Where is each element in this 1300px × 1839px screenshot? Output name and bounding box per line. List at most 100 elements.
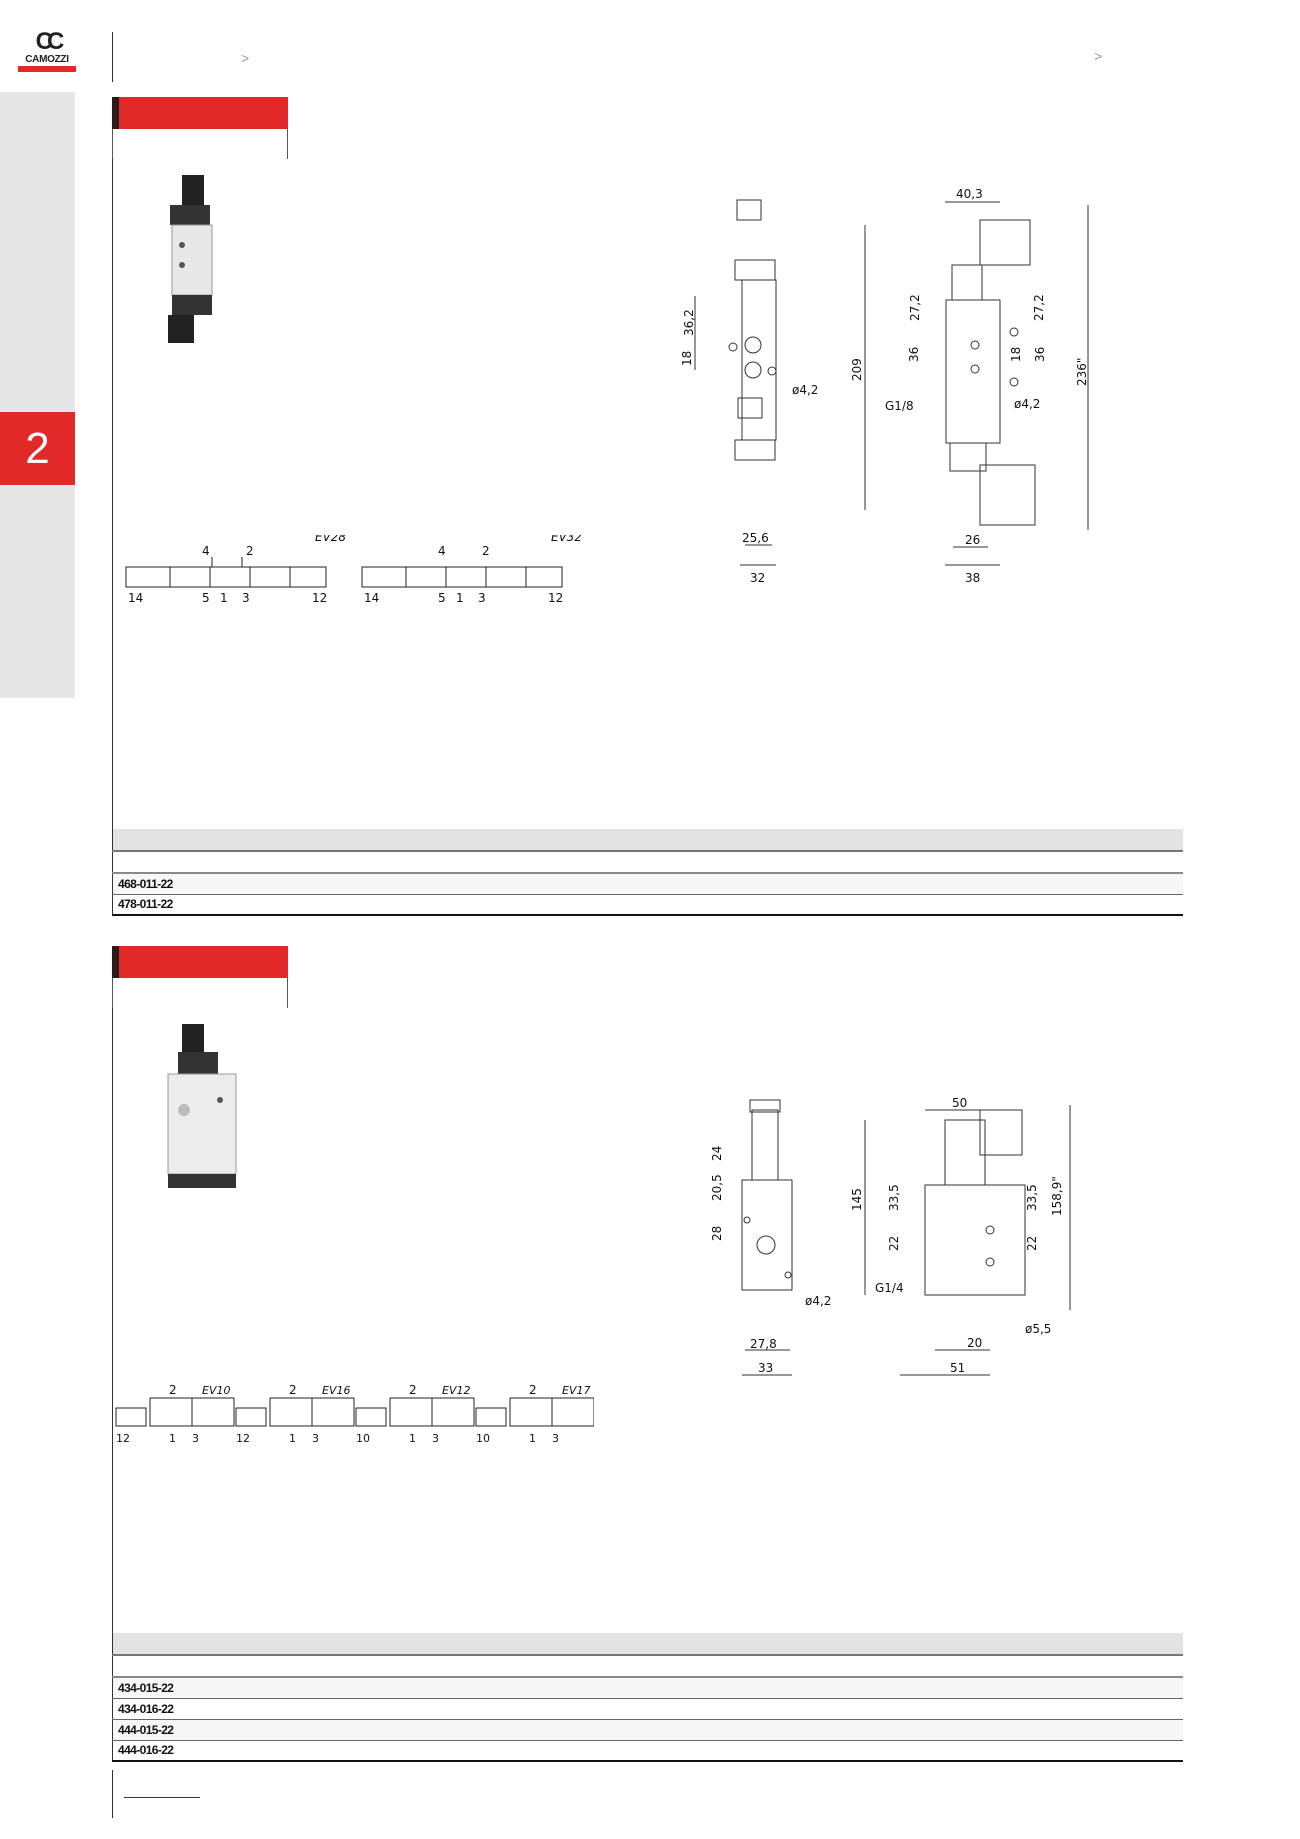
symbol-ev32: 4 2 EV32 14 5 1 3 12 xyxy=(361,535,582,605)
section-header-box xyxy=(112,978,288,1008)
port-label: 5 xyxy=(202,591,210,605)
dim-label: ø4,2 xyxy=(792,383,818,397)
footer-rule xyxy=(112,1770,113,1818)
port-label: 12 xyxy=(116,1432,130,1445)
dim-label: 27,8 xyxy=(750,1337,777,1351)
port-label: 3 xyxy=(312,1432,319,1445)
port-label: 4 xyxy=(202,544,210,558)
dim-label: 33,5 xyxy=(1025,1184,1039,1211)
product-photo-valve-3-2 xyxy=(167,1024,237,1188)
header-divider xyxy=(112,32,113,82)
dim-label: G1/8 xyxy=(885,399,914,413)
port-label: 1 xyxy=(169,1432,176,1445)
port-label: 12 xyxy=(236,1432,250,1445)
table-header-cell xyxy=(112,829,1183,852)
part-number: 434-016-22 xyxy=(112,1698,1183,1720)
dim-label: ø4,2 xyxy=(1014,397,1040,411)
port-label: 1 xyxy=(529,1432,536,1445)
dim-label: 236" xyxy=(1075,358,1089,386)
symbol-ev16: 2 EV16 12 1 3 xyxy=(235,1383,355,1445)
table-row: 444-015-22 xyxy=(112,1719,1183,1741)
logo-bar xyxy=(18,66,76,72)
logo-mark-icon: CC xyxy=(35,28,65,55)
product-table-2: 434-015-22 434-016-22 444-015-22 444-016… xyxy=(112,1633,1183,1762)
dim-label: 158,9" xyxy=(1050,1176,1064,1216)
part-number: 434-015-22 xyxy=(112,1677,1183,1699)
dim-label: 26 xyxy=(965,533,980,547)
section-header-bar xyxy=(112,946,288,978)
symbol-code: EV10 xyxy=(202,1384,230,1397)
table-row: 434-015-22 xyxy=(112,1677,1183,1699)
part-number: 468-011-22 xyxy=(112,873,1183,895)
dim-label: 40,3 xyxy=(956,187,983,201)
dim-label: ø4,2 xyxy=(805,1294,831,1308)
dim-label: 22 xyxy=(887,1236,901,1251)
dim-label: 27,2 xyxy=(1032,294,1046,321)
dim-label: 20 xyxy=(967,1336,982,1350)
logo-wordmark: CAMOZZI xyxy=(25,54,69,65)
part-number: 444-015-22 xyxy=(112,1719,1183,1741)
dim-label: G1/4 xyxy=(875,1281,904,1295)
port-label: 3 xyxy=(242,591,250,605)
dim-label: 36,2 xyxy=(682,309,696,336)
section-header-box xyxy=(112,129,288,159)
table-subheader-cell xyxy=(112,851,1183,874)
dim-label: 38 xyxy=(965,571,980,585)
dim-label: 22 xyxy=(1025,1236,1039,1251)
table-header-cell xyxy=(112,1633,1183,1656)
breadcrumb-separator: > xyxy=(241,50,250,66)
dim-label: 50 xyxy=(952,1096,967,1110)
port-label: 14 xyxy=(128,591,143,605)
part-number: 444-016-22 xyxy=(112,1740,1183,1762)
table-row: 444-016-22 xyxy=(112,1740,1183,1762)
port-label: 2 xyxy=(289,1383,297,1397)
camozzi-logo: CC CAMOZZI xyxy=(18,30,76,74)
dim-label: 32 xyxy=(750,571,765,585)
dim-label: 145 xyxy=(850,1188,864,1211)
pneumatic-symbols-row-1: 4 2 EV28 14 5 1 3 12 4 2 EV32 14 5 1 3 1… xyxy=(125,535,582,605)
table-row: 478-011-22 xyxy=(112,894,1183,916)
symbol-code: EV32 xyxy=(551,535,582,544)
port-label: 3 xyxy=(552,1432,559,1445)
symbol-code: EV17 xyxy=(562,1384,590,1397)
product-photo-valve-5-2 xyxy=(168,175,213,343)
dim-label: ø5,5 xyxy=(1025,1322,1051,1336)
port-label: 2 xyxy=(529,1383,537,1397)
dim-label: 33,5 xyxy=(887,1184,901,1211)
port-label: 1 xyxy=(289,1432,296,1445)
port-label: 3 xyxy=(192,1432,199,1445)
dim-label: 51 xyxy=(950,1361,965,1375)
port-label: 2 xyxy=(482,544,490,558)
dim-label: 36 xyxy=(1033,347,1047,362)
footer-underline xyxy=(124,1797,200,1798)
chapter-tab[interactable]: 2 xyxy=(0,412,75,485)
symbol-code: EV12 xyxy=(442,1384,470,1397)
port-label: 12 xyxy=(312,591,327,605)
breadcrumb-separator: > xyxy=(1094,48,1103,64)
section-left-rule xyxy=(112,159,113,829)
port-label: 5 xyxy=(438,591,446,605)
port-label: 4 xyxy=(438,544,446,558)
port-label: 3 xyxy=(432,1432,439,1445)
dimension-drawing-2: 24 20,5 28 ø4,2 27,8 33 50 145 33,5 22 G… xyxy=(710,1096,1071,1376)
dim-label: 27,2 xyxy=(908,294,922,321)
table-subheader-cell xyxy=(112,1655,1183,1678)
symbol-code: EV28 xyxy=(315,535,346,544)
part-number: 478-011-22 xyxy=(112,894,1183,916)
dim-label: 33 xyxy=(758,1361,773,1375)
dim-label: 20,5 xyxy=(710,1174,724,1201)
dim-label: 18 xyxy=(680,351,694,366)
chapter-sidebar xyxy=(0,92,75,698)
dim-label: 209 xyxy=(850,358,864,381)
port-label: 1 xyxy=(456,591,464,605)
dim-label: 24 xyxy=(710,1146,724,1161)
port-label: 3 xyxy=(478,591,486,605)
port-label: 1 xyxy=(409,1432,416,1445)
symbol-code: EV16 xyxy=(322,1384,350,1397)
symbol-ev12: 2 EV12 10 1 3 xyxy=(355,1383,475,1445)
port-label: 1 xyxy=(220,591,228,605)
symbol-ev10: 2 EV10 12 1 3 xyxy=(115,1383,235,1445)
product-table-1: 468-011-22 478-011-22 xyxy=(112,829,1183,916)
symbol-ev28: 4 2 EV28 14 5 1 3 12 xyxy=(125,535,346,605)
port-label: 2 xyxy=(246,544,254,558)
